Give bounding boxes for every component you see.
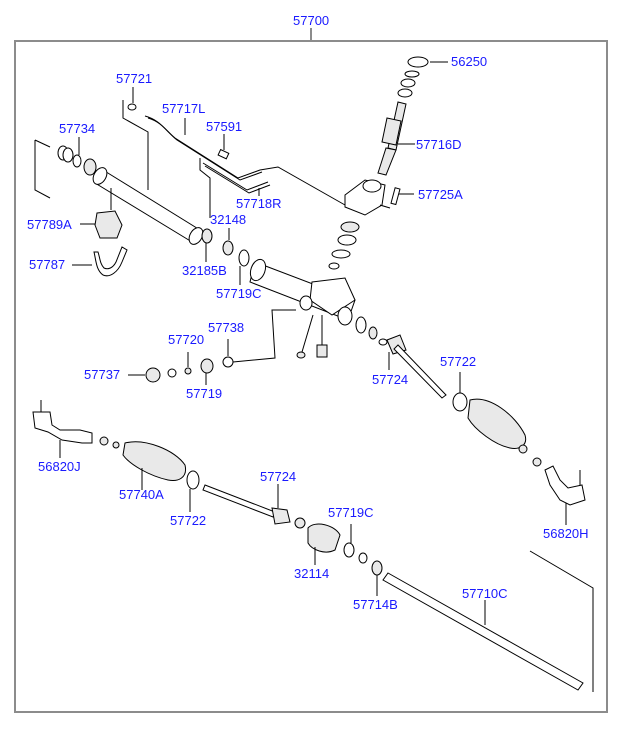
screw: [296, 351, 306, 359]
nut-right: [378, 338, 388, 346]
seal-57734: [83, 158, 97, 176]
part-57719: [200, 358, 214, 374]
label-56250[interactable]: 56250: [451, 54, 488, 69]
valve-port: [362, 179, 382, 193]
bracket-57734: [34, 140, 51, 199]
part-32114: [307, 523, 341, 553]
oring-1: [331, 249, 351, 259]
label-57787[interactable]: 57787: [29, 257, 66, 272]
part-57789A: [94, 210, 123, 239]
nut-left-2: [112, 441, 120, 449]
label-57789A[interactable]: 57789A: [27, 217, 72, 232]
seal-1: [340, 221, 360, 233]
part-57724-b: [271, 507, 291, 525]
tie-rod-left: [202, 484, 276, 518]
label-57710C[interactable]: 57710C: [462, 586, 508, 601]
label-57722-b[interactable]: 57722: [170, 513, 207, 528]
pipe-57718R-edge: [204, 165, 271, 194]
seal-2: [337, 234, 357, 246]
part-57591: [217, 148, 230, 160]
oring-housing: [355, 316, 367, 334]
pipe-57717L: [144, 115, 346, 206]
label-56820J[interactable]: 56820J: [38, 459, 81, 474]
bracket-57718R: [199, 158, 211, 218]
label-57738[interactable]: 57738: [208, 320, 245, 335]
part-57725A: [390, 187, 401, 206]
label-57737[interactable]: 57737: [84, 367, 121, 382]
tube-end-left: [92, 167, 108, 185]
label-32185B[interactable]: 32185B: [182, 263, 227, 278]
label-57719[interactable]: 57719: [186, 386, 223, 401]
part-56250: [407, 56, 429, 68]
part-57719C-a: [238, 249, 250, 267]
screw-leader: [301, 314, 314, 353]
part-57721: [127, 103, 137, 111]
part-57714B: [371, 560, 383, 576]
pipe-57717L-edge: [147, 117, 263, 181]
part-57738: [222, 356, 234, 368]
pipe-57718R: [202, 162, 269, 191]
assembly-frame: [14, 40, 608, 713]
nut-right-2: [532, 457, 542, 467]
bushing-small: [358, 552, 368, 564]
label-57734[interactable]: 57734: [59, 121, 96, 136]
label-57718R[interactable]: 57718R: [236, 196, 282, 211]
ring-2: [400, 78, 416, 88]
oring-2: [328, 262, 340, 270]
nut-left-1: [99, 436, 109, 446]
part-57740A: [122, 441, 187, 481]
plug: [316, 344, 328, 358]
label-56820H[interactable]: 56820H: [543, 526, 589, 541]
pinion-lower: [377, 147, 397, 176]
label-57720[interactable]: 57720: [168, 332, 205, 347]
part-57720: [184, 367, 192, 375]
bolt-bracket: [379, 204, 391, 209]
label-57724-b[interactable]: 57724: [260, 469, 297, 484]
label-57725A[interactable]: 57725A: [418, 187, 463, 202]
label-57719C-a[interactable]: 57719C: [216, 286, 262, 301]
label-57591[interactable]: 57591: [206, 119, 243, 134]
rack-housing-end: [249, 258, 267, 282]
part-57710C: [382, 572, 584, 691]
part-32185B: [201, 228, 213, 244]
tube-end-right: [188, 227, 204, 245]
ring-1: [404, 70, 420, 78]
boot-right: [467, 398, 527, 449]
tie-rod-right: [393, 344, 447, 399]
port-right: [337, 306, 353, 326]
part-57722-a: [452, 392, 468, 412]
part-57722-b: [186, 470, 200, 490]
label-57714B[interactable]: 57714B: [353, 597, 398, 612]
bracket-57734-top: [34, 139, 51, 148]
label-32114[interactable]: 32114: [294, 566, 330, 581]
part-56820J: [32, 411, 93, 444]
label-32148[interactable]: 32148: [210, 212, 247, 227]
part-56820H: [544, 465, 586, 506]
bracket-57710C: [529, 550, 594, 692]
label-57700[interactable]: 57700: [293, 13, 330, 28]
part-57716D: [381, 117, 402, 146]
part-57737: [145, 367, 161, 383]
label-57722-a[interactable]: 57722: [440, 354, 477, 369]
nut-right-1: [518, 444, 528, 454]
label-57717L[interactable]: 57717L: [162, 101, 206, 116]
port-left: [299, 295, 313, 311]
ring-3: [397, 88, 413, 98]
bracket-57721: [122, 100, 149, 190]
label-57724-a[interactable]: 57724: [372, 372, 409, 387]
label-57721[interactable]: 57721: [116, 71, 153, 86]
seal-housing: [368, 326, 378, 340]
part-57734: [72, 154, 82, 168]
label-57719C-b[interactable]: 57719C: [328, 505, 374, 520]
yoke-ring: [167, 368, 177, 378]
seal-left: [294, 517, 306, 529]
label-57740A[interactable]: 57740A: [119, 487, 164, 502]
part-57719C-b: [343, 542, 355, 558]
label-57716D[interactable]: 57716D: [416, 137, 462, 152]
part-57787: [93, 246, 128, 277]
bracket-yoke: [232, 309, 296, 363]
part-32148: [222, 240, 234, 256]
ring-57734b: [62, 147, 74, 163]
